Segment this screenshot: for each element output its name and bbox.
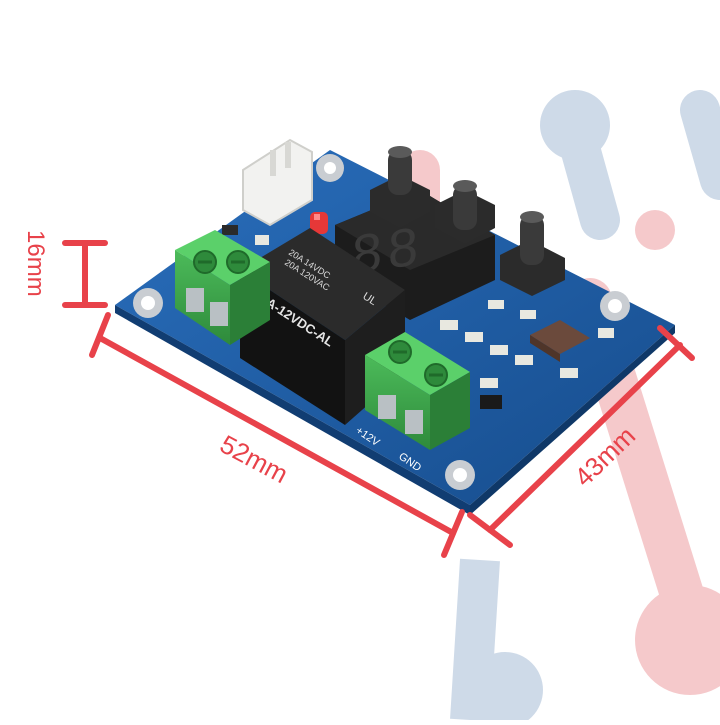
dimension-width bbox=[467, 325, 695, 548]
smd-components bbox=[222, 225, 614, 409]
terminal-screw bbox=[193, 250, 217, 274]
dimension-height-label: 16mm bbox=[22, 230, 49, 297]
power-terminal-block bbox=[365, 332, 470, 450]
background-decoration bbox=[400, 90, 720, 725]
mounting-hole bbox=[133, 288, 163, 318]
mounting-hole bbox=[445, 460, 475, 490]
terminal-screw bbox=[424, 363, 448, 387]
dimension-height bbox=[62, 240, 108, 308]
push-button[interactable] bbox=[500, 211, 565, 296]
dimension-length bbox=[89, 312, 465, 558]
push-button[interactable] bbox=[435, 180, 495, 244]
mounting-hole bbox=[600, 291, 630, 321]
terminal-screw bbox=[388, 340, 412, 364]
terminal-screw bbox=[226, 250, 250, 274]
led-indicator bbox=[310, 212, 328, 234]
output-terminal-block bbox=[175, 230, 270, 345]
sensor-connector bbox=[242, 138, 313, 227]
mounting-hole bbox=[316, 154, 344, 182]
push-button[interactable] bbox=[370, 146, 430, 228]
